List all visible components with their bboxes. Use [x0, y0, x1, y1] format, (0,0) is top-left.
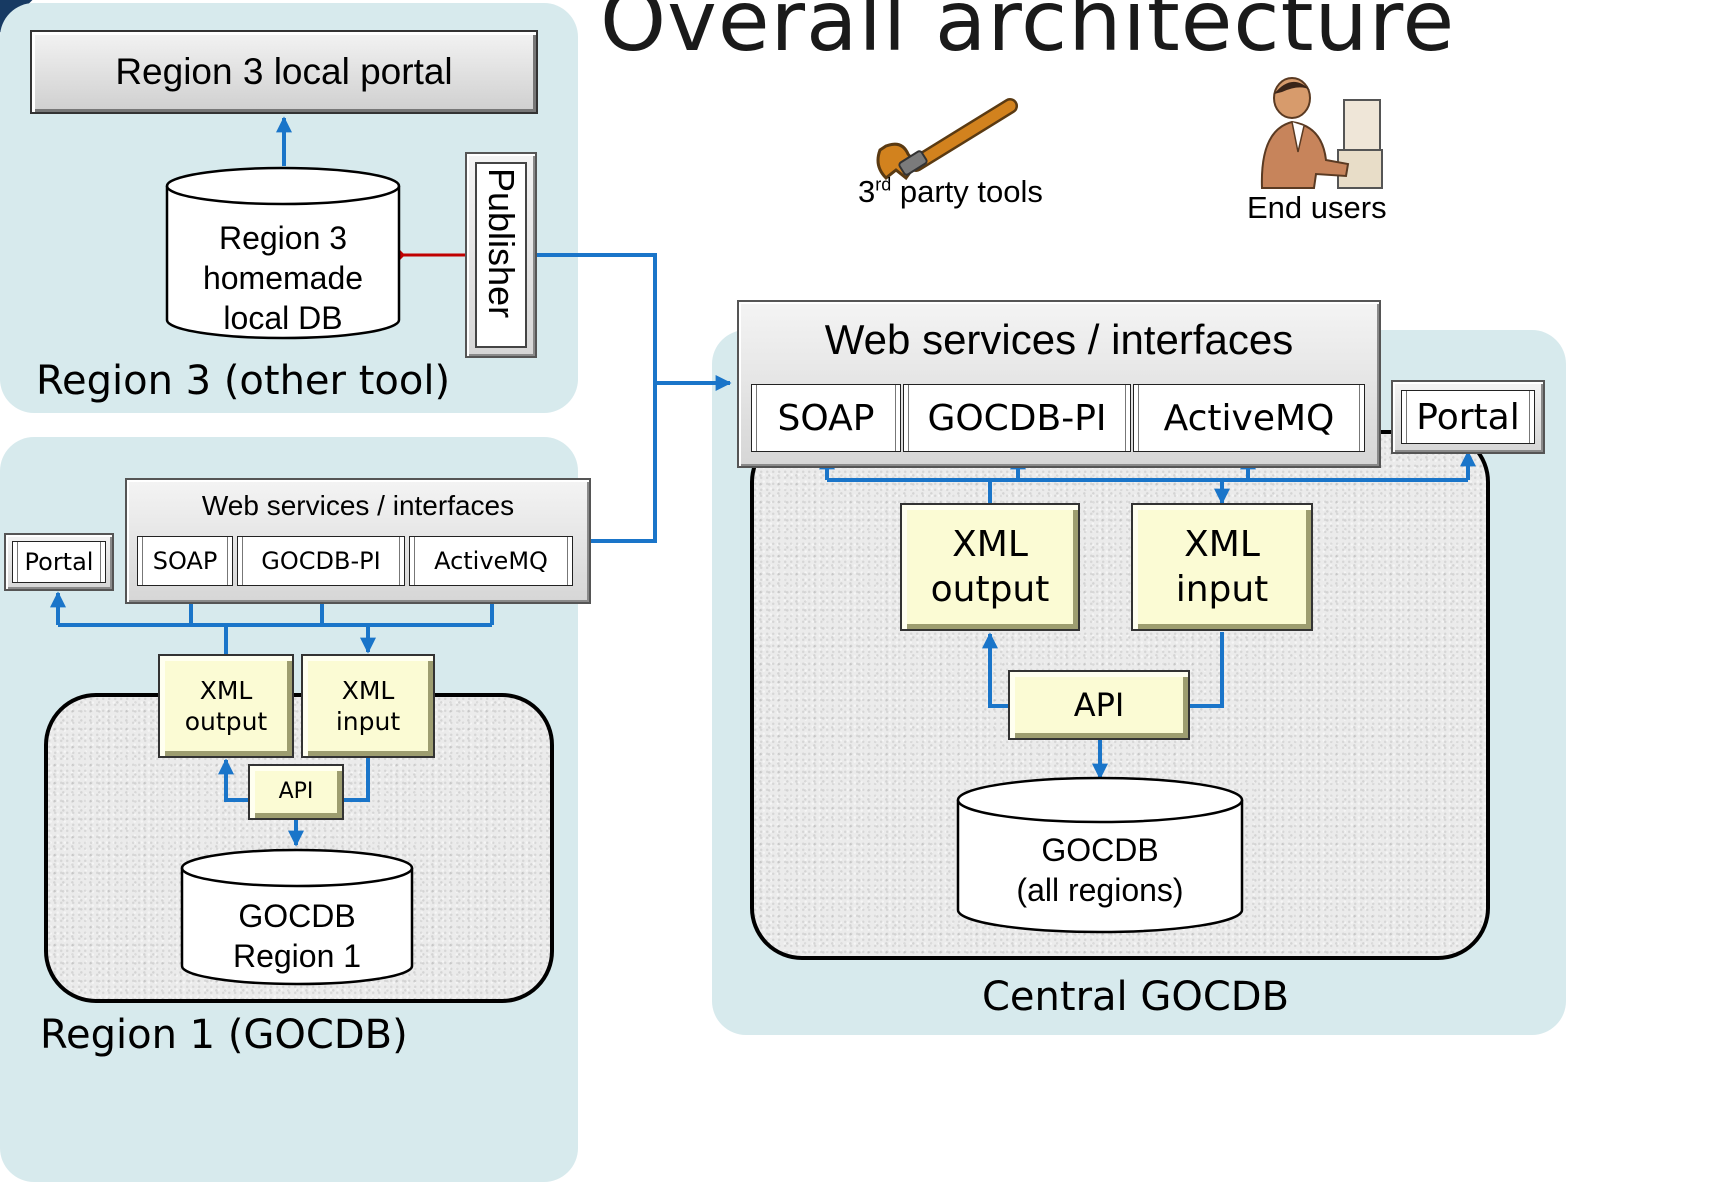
- tools-label-sup: rd: [875, 174, 892, 195]
- third-party-tools-label: 3rd party tools: [858, 174, 1043, 210]
- region3-portal-box: Region 3 local portal: [30, 30, 538, 114]
- central-db-line1: GOCDB: [1041, 832, 1159, 868]
- region3-portal-label: Region 3 local portal: [115, 51, 453, 92]
- central-api-box: API: [1008, 670, 1190, 740]
- region1-db-cylinder: [180, 848, 414, 986]
- central-portal-label: Portal: [1416, 396, 1520, 438]
- region1-soap-label: SOAP: [152, 547, 218, 575]
- central-xml-output-line2: output: [930, 569, 1050, 610]
- page-title: Overall architecture: [600, 0, 1456, 70]
- central-portal-cell[interactable]: Portal: [1401, 390, 1535, 444]
- central-activemq-label: ActiveMQ: [1163, 397, 1335, 439]
- publisher-label: Publisher: [481, 168, 522, 319]
- central-ws-title: Web services / interfaces: [824, 316, 1294, 363]
- region1-db-label: GOCDB Region 1: [190, 896, 404, 976]
- region1-gocdb-area: [44, 693, 554, 1003]
- central-db-line2: (all regions): [1016, 872, 1184, 908]
- region1-xml-output-line2: output: [184, 707, 268, 736]
- region1-ws-to-central-link: [590, 383, 657, 543]
- r1-xmlin-to-api: [342, 755, 370, 802]
- region3-db-label: Region 3 homemade local DB: [180, 218, 386, 338]
- central-xmlin-to-api: [1190, 632, 1224, 708]
- tools-label-prefix: 3: [858, 174, 876, 209]
- publisher-box: Publisher: [465, 152, 537, 358]
- region1-caption: Region 1 (GOCDB): [40, 1012, 408, 1058]
- central-db-cylinder: [956, 776, 1244, 934]
- central-activemq-cell[interactable]: ActiveMQ: [1133, 384, 1365, 452]
- region1-api-box: API: [248, 764, 344, 820]
- region3-db-cylinder: [165, 166, 401, 340]
- end-users-label: End users: [1247, 190, 1387, 225]
- region1-activemq-label: ActiveMQ: [434, 547, 548, 575]
- central-caption: Central GOCDB: [982, 974, 1290, 1020]
- region3-db-line3: local DB: [223, 300, 343, 336]
- central-portal-box: Portal: [1391, 380, 1545, 454]
- r1-api-to-xmlout: [218, 758, 250, 802]
- publisher-to-central-link: [537, 253, 732, 391]
- central-api-to-xmlout: [982, 632, 1010, 708]
- central-xml-input-line1: XML: [1184, 524, 1260, 565]
- tools-label-suffix: party tools: [891, 174, 1043, 209]
- central-gocdbpi-cell[interactable]: GOCDB-PI: [903, 384, 1131, 452]
- region1-api-label: API: [278, 779, 314, 805]
- region3-caption: Region 3 (other tool): [36, 358, 451, 404]
- region1-portal-label: Portal: [24, 548, 94, 576]
- region1-portal-box: Portal: [4, 533, 114, 591]
- region1-soap-cell[interactable]: SOAP: [137, 536, 233, 586]
- region1-db-line1: GOCDB: [238, 898, 356, 934]
- central-soap-cell[interactable]: SOAP: [751, 384, 901, 452]
- central-gocdbpi-label: GOCDB-PI: [927, 397, 1107, 439]
- central-ws-box: Web services / interfaces SOAP GOCDB-PI …: [737, 300, 1381, 468]
- region1-db-line2: Region 1: [232, 938, 362, 974]
- central-api-label: API: [1073, 686, 1125, 724]
- user-at-computer-icon: [1260, 77, 1383, 189]
- region1-gocdbpi-cell[interactable]: GOCDB-PI: [237, 536, 405, 586]
- central-xml-input-line2: input: [1175, 569, 1269, 610]
- region1-gocdbpi-label: GOCDB-PI: [261, 547, 381, 575]
- central-soap-label: SOAP: [777, 397, 875, 439]
- region3-db-line2: homemade: [202, 260, 364, 296]
- region1-xml-output-line1: XML: [199, 675, 253, 705]
- central-db-label: GOCDB (all regions): [968, 830, 1232, 910]
- region1-xml-input-line2: input: [335, 707, 401, 736]
- region1-portal-cell[interactable]: Portal: [12, 541, 106, 583]
- region1-xml-input-line1: XML: [341, 675, 395, 705]
- region3-db-line1: Region 3: [218, 220, 348, 256]
- region1-ws-title: Web services / interfaces: [201, 490, 515, 521]
- wrench-icon: [876, 98, 1018, 181]
- region1-activemq-cell[interactable]: ActiveMQ: [409, 536, 573, 586]
- region1-ws-box: Web services / interfaces SOAP GOCDB-PI …: [125, 478, 591, 604]
- central-xml-output-line1: XML: [952, 524, 1028, 565]
